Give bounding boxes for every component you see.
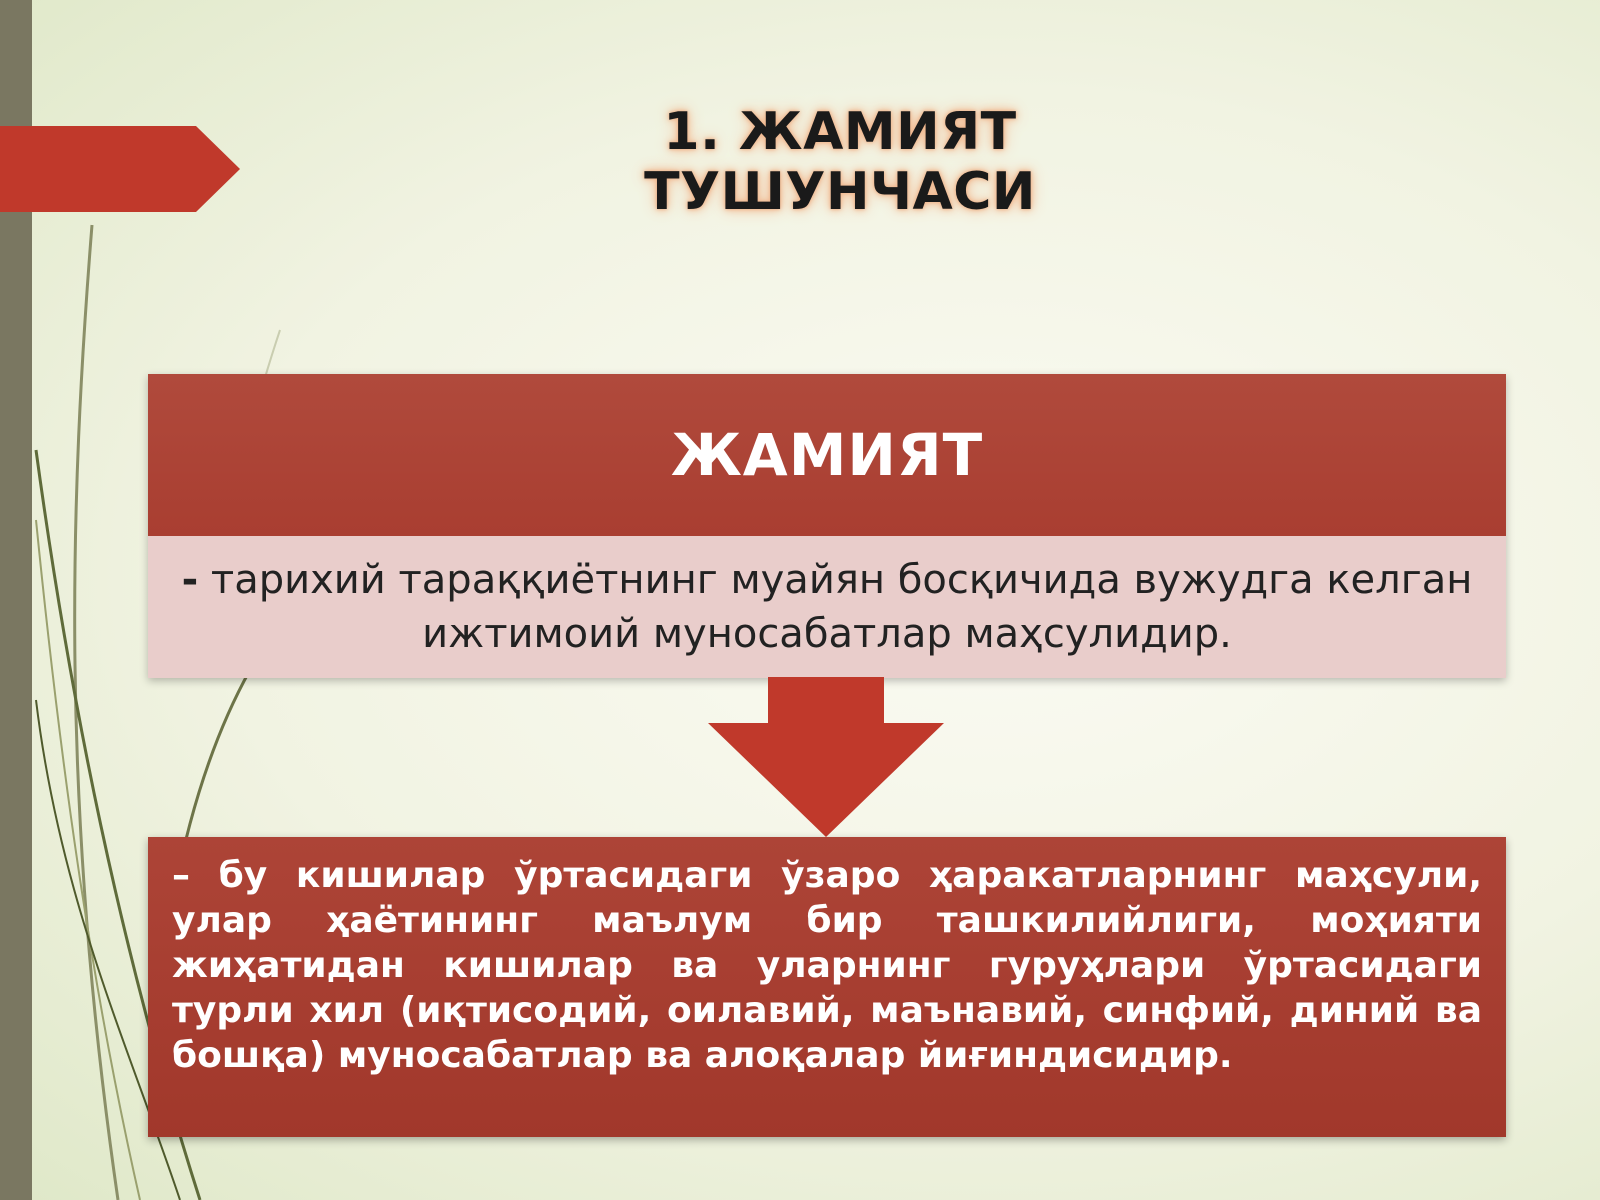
arrow-right-icon bbox=[0, 126, 240, 212]
definition-dash: - bbox=[181, 557, 199, 603]
arrow-down-icon bbox=[708, 677, 944, 837]
definition-body: - тарихий тараққиётнинг муайян босқичида… bbox=[148, 536, 1506, 678]
slide-title: 1. ЖАМИЯТ ТУШУНЧАСИ bbox=[644, 102, 1036, 222]
definition-text-wrap: - тарихий тараққиётнинг муайян босқичида… bbox=[172, 553, 1482, 661]
explanation-text: – бу кишилар ўртасидаги ўзаро ҳаракатлар… bbox=[172, 855, 1482, 1076]
explanation-box: – бу кишилар ўртасидаги ўзаро ҳаракатлар… bbox=[148, 837, 1506, 1137]
definition-heading: ЖАМИЯТ bbox=[670, 421, 984, 489]
definition-header: ЖАМИЯТ bbox=[148, 374, 1506, 536]
grass-decoration-icon bbox=[34, 224, 281, 1200]
definition-box: ЖАМИЯТ - тарихий тараққиётнинг муайян бо… bbox=[148, 374, 1506, 678]
definition-text: тарихий тараққиётнинг муайян босқичида в… bbox=[210, 557, 1473, 657]
